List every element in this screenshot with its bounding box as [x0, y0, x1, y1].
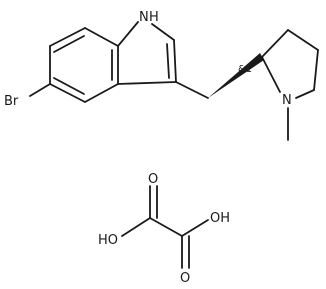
bond: [84, 83, 119, 103]
bond-double-inner: [53, 77, 85, 95]
bond: [49, 83, 86, 103]
indole-nh-n: N: [139, 10, 149, 25]
bond-ch2: [175, 81, 209, 99]
bond: [261, 29, 289, 58]
bond: [295, 89, 315, 99]
bond: [261, 56, 281, 93]
bond: [151, 23, 175, 41]
bromine-label: Br: [4, 94, 19, 109]
bond-to-bromine: [29, 83, 51, 97]
bond-c-oh-left: [121, 217, 151, 237]
hydroxyl-left-label: HO: [98, 233, 118, 248]
bond-c-oh-right: [181, 219, 209, 237]
bond-double-inner: [53, 35, 85, 53]
indole-pyrrolidine-molecule: N H Br N &1: [4, 10, 319, 141]
oxygen-bottom-label: O: [180, 271, 190, 286]
pyrrolidine-n-label: N: [282, 93, 292, 108]
wedge-bond: [208, 53, 264, 98]
bond: [313, 49, 319, 91]
bond: [287, 29, 319, 51]
indole-nh-h: H: [149, 10, 159, 25]
bond-c-c: [149, 217, 183, 237]
bond: [117, 21, 139, 47]
bond: [49, 27, 86, 47]
hydroxyl-right-label: OH: [210, 211, 230, 226]
bond: [173, 39, 177, 83]
bond: [84, 27, 119, 47]
stereo-label: &1: [238, 64, 252, 75]
oxygen-top-label: O: [148, 172, 158, 187]
bond: [117, 81, 177, 85]
bond-double-inner: [166, 43, 170, 79]
oxalic-acid-molecule: O HO OH O: [98, 172, 230, 286]
